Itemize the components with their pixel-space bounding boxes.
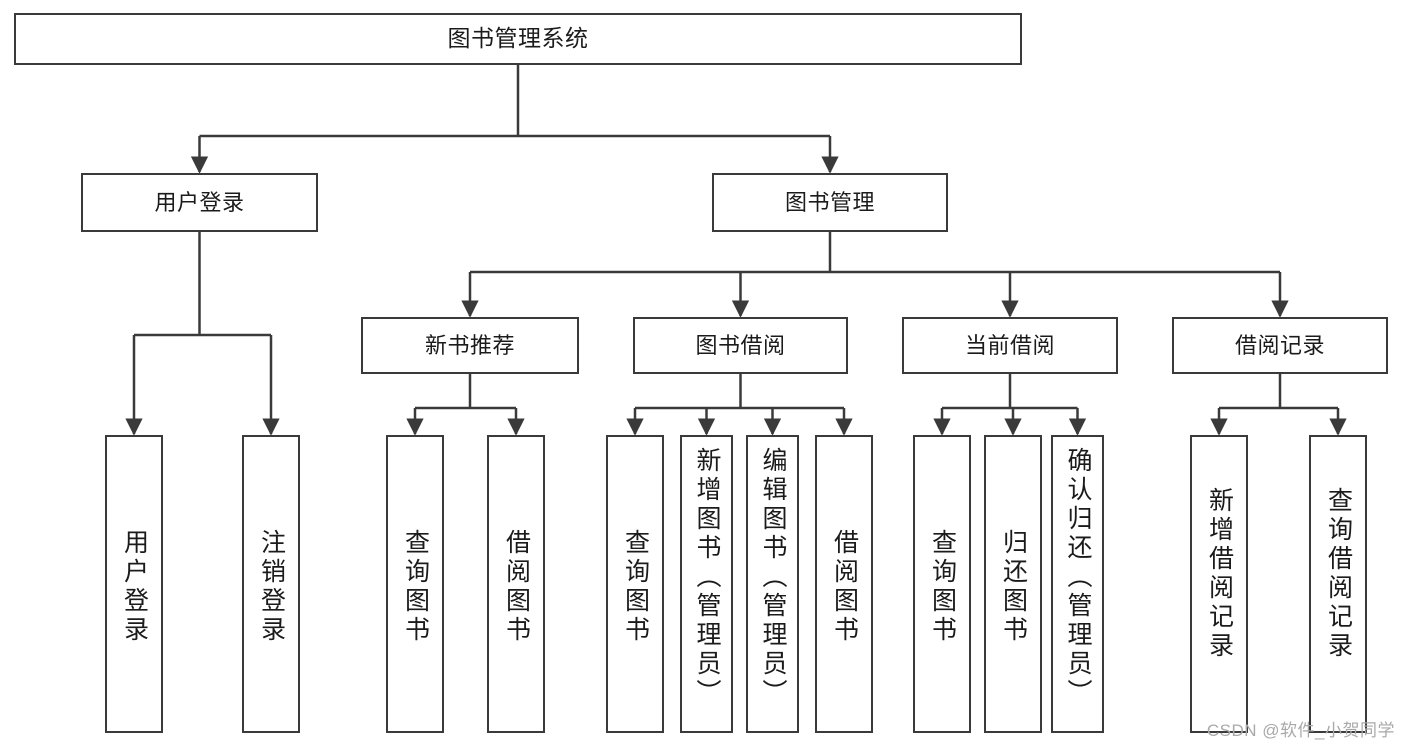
node-leaf-8[interactable]: 借阅图书 <box>815 435 873 733</box>
node-leaf-3[interactable]: 查询图书 <box>386 435 444 733</box>
node-leaf-10[interactable]: 归还图书 <box>984 435 1042 733</box>
node-bookmgmt[interactable]: 图书管理 <box>712 173 948 232</box>
node-label-bookmgmt: 图书管理 <box>784 189 875 215</box>
node-label-newbook: 新书推荐 <box>424 332 515 358</box>
node-login[interactable]: 用户登录 <box>81 173 318 232</box>
node-label-leaf-8: 借阅图书 <box>830 529 859 645</box>
node-label-records: 借阅记录 <box>1234 332 1325 358</box>
node-leaf-2[interactable]: 注销登录 <box>242 435 300 733</box>
node-label-leaf-13: 查询借阅记录 <box>1324 487 1353 661</box>
node-leaf-4[interactable]: 借阅图书 <box>487 435 545 733</box>
node-label-borrow: 图书借阅 <box>695 332 786 358</box>
node-leaf-6[interactable]: 新增图书（管理员） <box>680 435 733 733</box>
node-newbook[interactable]: 新书推荐 <box>361 317 579 374</box>
node-label-leaf-5: 查询图书 <box>621 529 650 645</box>
node-leaf-12[interactable]: 新增借阅记录 <box>1190 435 1248 733</box>
node-current[interactable]: 当前借阅 <box>902 317 1118 374</box>
watermark: CSDN @软件_小贺同学 <box>1206 721 1395 740</box>
node-root[interactable]: 图书管理系统 <box>14 13 1022 65</box>
node-borrow[interactable]: 图书借阅 <box>633 317 848 374</box>
node-label-leaf-4: 借阅图书 <box>502 529 531 645</box>
node-label-leaf-2: 注销登录 <box>257 529 286 645</box>
node-label-leaf-12: 新增借阅记录 <box>1205 487 1234 661</box>
node-label-current: 当前借阅 <box>964 332 1055 358</box>
node-label-leaf-11: 确认归还（管理员） <box>1064 447 1092 708</box>
node-label-leaf-10: 归还图书 <box>999 529 1028 645</box>
node-label-leaf-3: 查询图书 <box>401 529 430 645</box>
node-leaf-13[interactable]: 查询借阅记录 <box>1309 435 1367 733</box>
node-label-login: 用户登录 <box>154 189 245 215</box>
node-records[interactable]: 借阅记录 <box>1172 317 1388 374</box>
node-label-root: 图书管理系统 <box>447 25 589 52</box>
node-label-leaf-1: 用户登录 <box>120 529 149 645</box>
node-label-leaf-9: 查询图书 <box>928 529 957 645</box>
node-leaf-1[interactable]: 用户登录 <box>105 435 163 733</box>
node-label-leaf-6: 新增图书（管理员） <box>693 447 721 708</box>
node-leaf-5[interactable]: 查询图书 <box>606 435 664 733</box>
node-label-leaf-7: 编辑图书（管理员） <box>759 447 787 708</box>
node-leaf-9[interactable]: 查询图书 <box>913 435 971 733</box>
node-leaf-11[interactable]: 确认归还（管理员） <box>1051 435 1104 733</box>
node-leaf-7[interactable]: 编辑图书（管理员） <box>746 435 799 733</box>
